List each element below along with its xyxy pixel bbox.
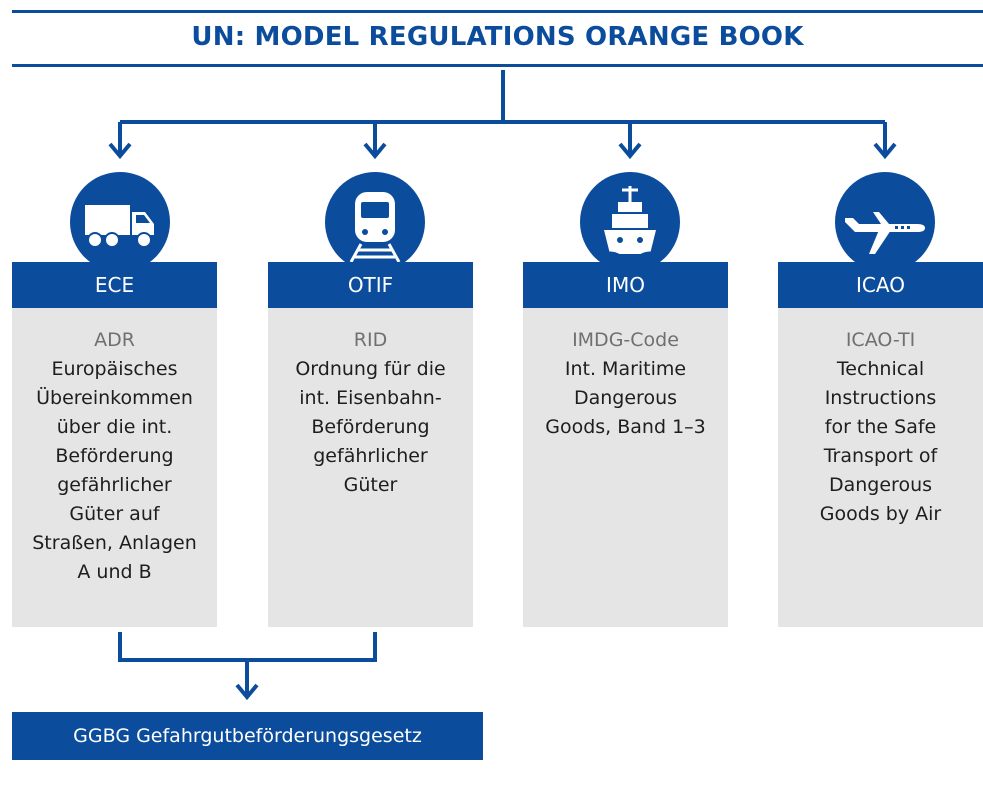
regulation-description: Europäisches Übereinkommen über die int.…	[32, 358, 197, 583]
merge-line	[118, 632, 377, 662]
airplane-icon	[835, 172, 935, 272]
title-underline-rule	[12, 64, 983, 67]
arrow-down-icon	[235, 683, 259, 701]
regulation-description: Int. Maritime Dangerous Goods, Band 1–3	[545, 358, 706, 438]
box-icao-ti: ICAO-TI Technical Instructions for the S…	[778, 308, 983, 627]
header-imo: IMO	[523, 262, 728, 308]
train-icon	[325, 172, 425, 272]
box-rid: RID Ordnung für die int. Eisenbahn- Befö…	[268, 308, 473, 627]
arrow-down-icon	[363, 142, 387, 160]
regulation-description: Technical Instructions for the Safe Tran…	[819, 358, 942, 525]
regulation-code: ICAO-TI	[845, 329, 916, 351]
box-adr: ADR Europäisches Übereinkommen über die …	[12, 308, 217, 627]
ship-icon	[580, 172, 680, 272]
truck-icon	[70, 172, 170, 272]
arrow-down-icon	[618, 142, 642, 160]
regulation-description: Ordnung für die int. Eisenbahn- Beförder…	[295, 358, 446, 496]
regulation-code: RID	[353, 329, 388, 351]
diagram-title: UN: MODEL REGULATIONS ORANGE BOOK	[191, 22, 804, 52]
top-rule	[12, 10, 983, 13]
arrow-down-icon	[108, 142, 132, 160]
footer-ggbg: GGBG Gefahrgutbeförderungsgesetz	[12, 712, 483, 760]
header-icao: ICAO	[778, 262, 983, 308]
header-ece: ECE	[12, 262, 217, 308]
regulation-code: IMDG-Code	[572, 329, 679, 351]
box-imdg-code: IMDG-Code Int. Maritime Dangerous Goods,…	[523, 308, 728, 627]
header-otif: OTIF	[268, 262, 473, 308]
arrow-down-icon	[873, 142, 897, 160]
regulation-code: ADR	[94, 329, 135, 351]
